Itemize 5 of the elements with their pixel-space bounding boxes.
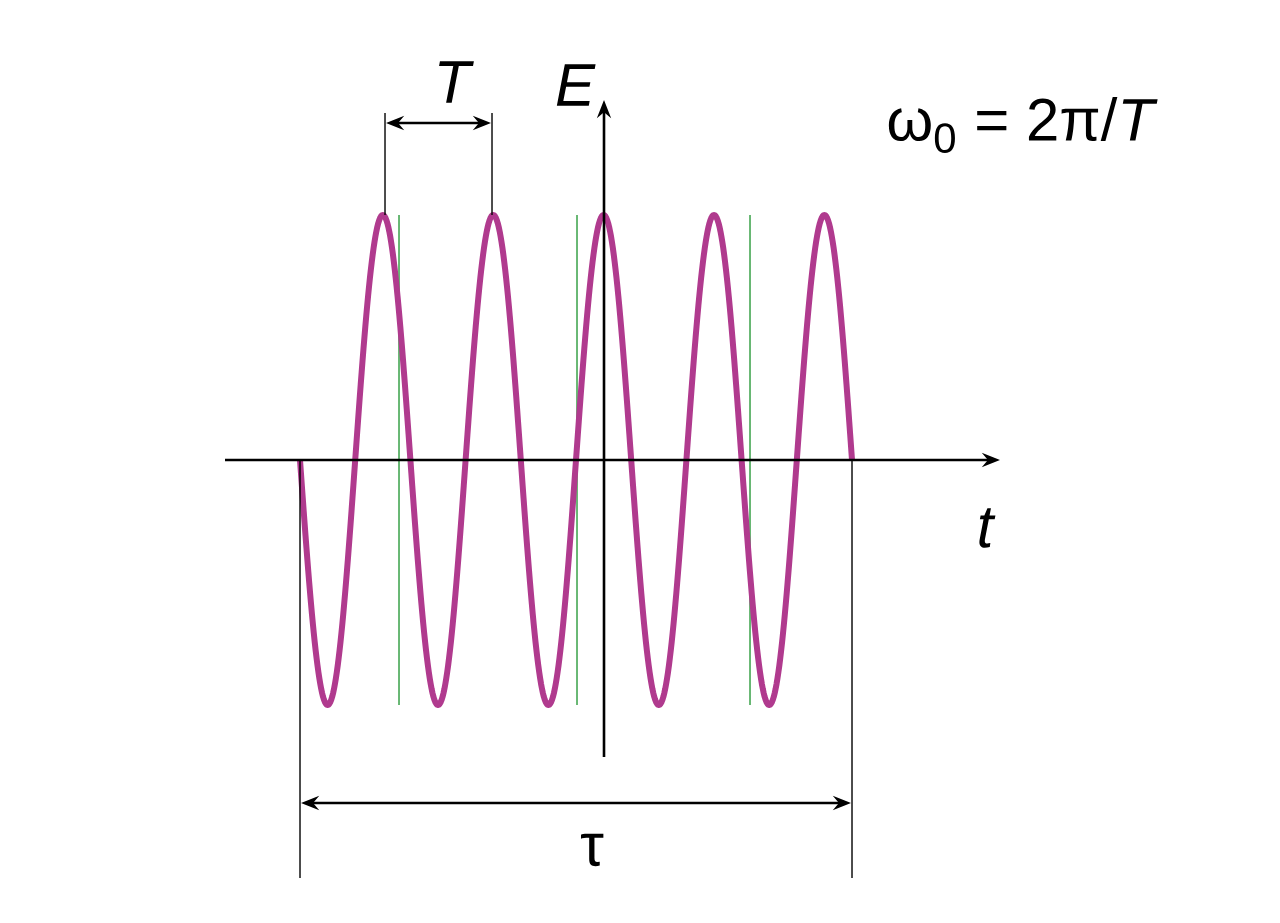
axis-label: t: [979, 508, 996, 548]
dimension-label: T: [439, 61, 474, 103]
axis-label: E: [556, 64, 596, 106]
formula: ω$_{0}$ = 2π/T: [888, 96, 1158, 154]
dimension-label: τ: [581, 833, 604, 867]
